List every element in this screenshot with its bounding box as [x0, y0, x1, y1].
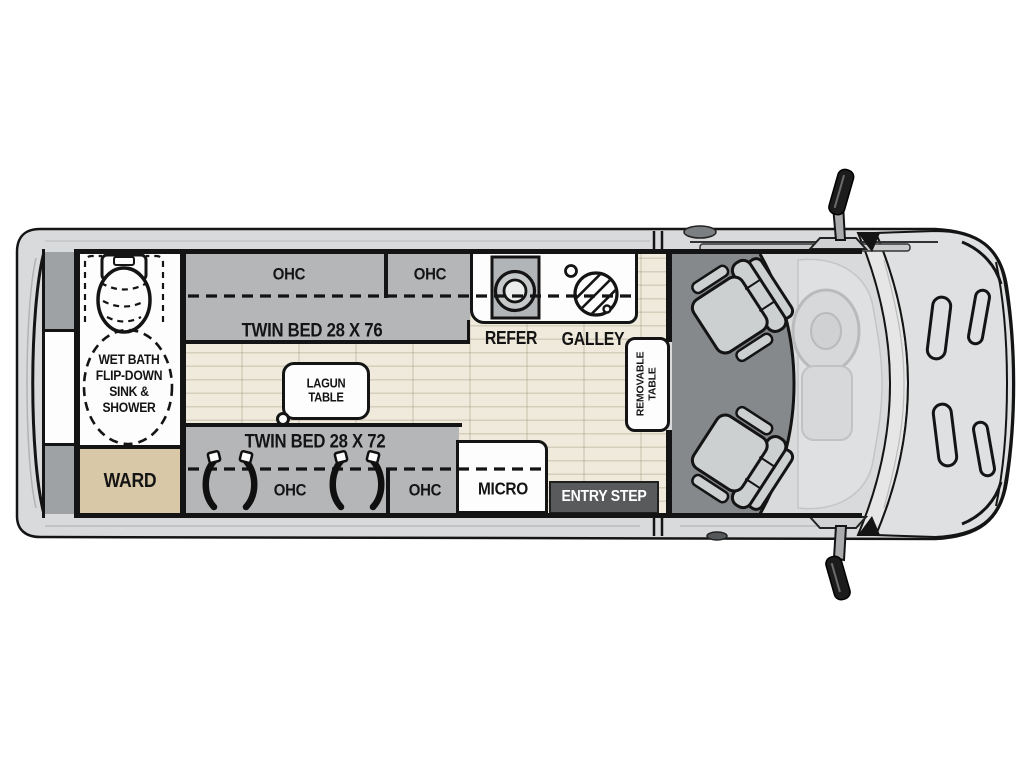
label-ward: WARD — [103, 470, 157, 492]
hood-vents-icon — [925, 288, 996, 478]
roof-antenna-icon — [683, 225, 717, 239]
label-entry-step: ENTRY STEP — [561, 488, 647, 505]
microwave — [456, 440, 548, 514]
label-refer: REFER — [484, 328, 538, 348]
steering-wheel-icon — [791, 288, 861, 374]
rear-door-panel-top — [45, 252, 74, 330]
hood — [874, 229, 1015, 539]
galley-counter — [470, 250, 638, 324]
label-twin-bed-bottom: TWIN BED 28 X 72 — [244, 431, 386, 453]
label-lagun-table: LAGUN TABLE — [306, 376, 346, 404]
label-wet-bath: WET BATH FLIP-DOWN SINK & SHOWER — [95, 352, 163, 415]
wet-bath-room — [80, 252, 180, 449]
cab-seat-bottom — [690, 405, 795, 511]
label-ohc-bottom-left: OHC — [273, 480, 307, 500]
rear-door-window — [45, 332, 74, 444]
door-handle-icon — [706, 531, 728, 541]
label-galley: GALLEY — [561, 329, 625, 349]
side-mirror-bottom-icon — [807, 516, 869, 601]
label-micro: MICRO — [477, 478, 529, 499]
dashboard-ghost — [791, 258, 883, 510]
side-mirror-top-icon — [807, 168, 869, 250]
label-ohc-top-left: OHC — [272, 264, 306, 284]
label-ohc-top-right: OHC — [413, 264, 447, 284]
cab-seat-top — [690, 257, 795, 363]
cab-floor — [672, 254, 794, 514]
label-ohc-bottom-right: OHC — [408, 480, 442, 500]
center-console-ghost — [801, 365, 853, 441]
headlight-icon — [961, 240, 1009, 526]
windshield — [856, 232, 910, 536]
label-twin-bed-top: TWIN BED 28 X 76 — [241, 320, 383, 342]
label-removable-table: REMOVABLE TABLE — [634, 351, 659, 417]
rear-door-panel-bottom — [45, 446, 74, 514]
rear-bumper-curve — [31, 251, 46, 515]
